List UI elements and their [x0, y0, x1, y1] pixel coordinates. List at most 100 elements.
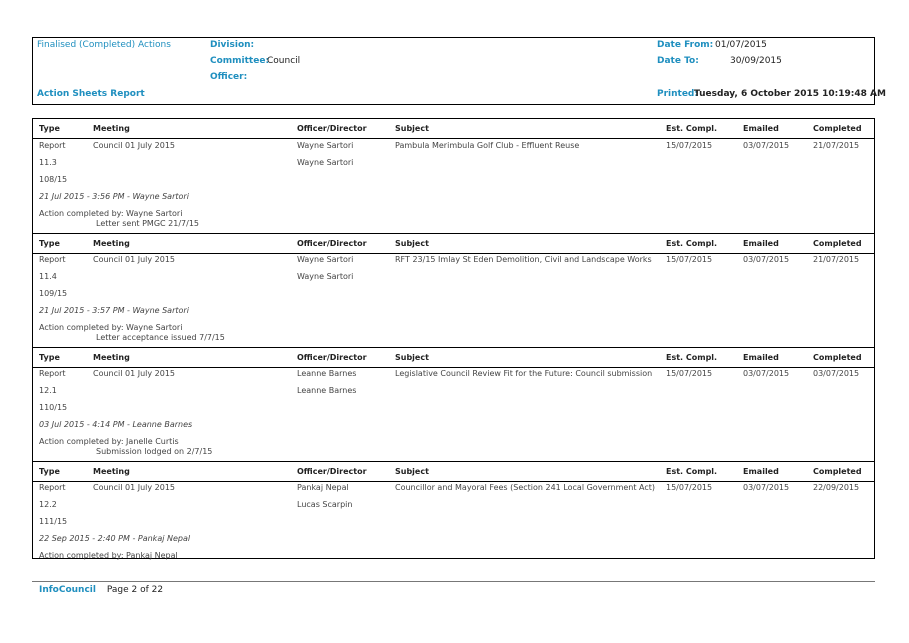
- action-officer-2: Lucas Scarpin: [297, 500, 353, 509]
- action-note: 21 Jul 2015 - 3:57 PM - Wayne Sartori: [39, 306, 189, 315]
- action-note: 22 Sep 2015 - 2:40 PM - Pankaj Nepal: [39, 534, 191, 543]
- col-meeting: Meeting: [93, 353, 130, 362]
- action-emailed: 03/07/2015: [743, 255, 790, 264]
- action-completed: 21/07/2015: [813, 141, 860, 150]
- action-item: 11.3: [39, 158, 57, 167]
- officer-label: Officer:: [210, 72, 248, 82]
- column-header-row: Type Meeting Officer/Director Subject Es…: [33, 347, 874, 368]
- col-completed: Completed: [813, 467, 862, 476]
- col-meeting: Meeting: [93, 124, 130, 133]
- action-item: 12.2: [39, 500, 57, 509]
- footer-brand: InfoCouncil: [39, 585, 96, 595]
- action-officer-2: Wayne Sartori: [297, 158, 354, 167]
- action-officer: Wayne Sartori: [297, 255, 354, 264]
- col-officer: Officer/Director: [297, 124, 367, 133]
- action-report-table: Type Meeting Officer/Director Subject Es…: [32, 118, 875, 560]
- action-ref: 111/15: [39, 517, 68, 526]
- action-meeting: Council 01 July 2015: [93, 483, 176, 492]
- action-note: 21 Jul 2015 - 3:56 PM - Wayne Sartori: [39, 192, 189, 201]
- col-subject: Subject: [395, 467, 429, 476]
- action-ref: 108/15: [39, 175, 68, 184]
- action-completed: 22/09/2015: [813, 483, 860, 492]
- action-detail: Letter acceptance issued 7/7/15: [96, 333, 225, 342]
- col-officer: Officer/Director: [297, 467, 367, 476]
- col-completed: Completed: [813, 239, 862, 248]
- col-est: Est. Compl.: [666, 467, 718, 476]
- action-completed-by: Action completed by: Pankaj Nepal: [39, 551, 178, 560]
- action-block: Type Meeting Officer/Director Subject Es…: [33, 119, 874, 233]
- action-est: 15/07/2015: [666, 369, 713, 378]
- action-subject: Legislative Council Review Fit for the F…: [395, 369, 653, 378]
- action-completed: 21/07/2015: [813, 255, 860, 264]
- col-subject: Subject: [395, 124, 429, 133]
- col-emailed: Emailed: [743, 124, 779, 133]
- report-title: Finalised (Completed) Actions: [37, 40, 171, 50]
- action-type: Report: [39, 255, 66, 264]
- col-officer: Officer/Director: [297, 353, 367, 362]
- action-type: Report: [39, 483, 66, 492]
- date-to-label: Date To:: [657, 56, 699, 66]
- action-ref: 109/15: [39, 289, 68, 298]
- col-subject: Subject: [395, 239, 429, 248]
- date-to-value: 30/09/2015: [730, 56, 782, 66]
- action-detail: Submission lodged on 2/7/15: [96, 447, 213, 456]
- col-est: Est. Compl.: [666, 353, 718, 362]
- action-subject: Councillor and Mayoral Fees (Section 241…: [395, 483, 656, 492]
- action-block: Type Meeting Officer/Director Subject Es…: [33, 233, 874, 347]
- action-subject: Pambula Merimbula Golf Club - Effluent R…: [395, 141, 580, 150]
- col-emailed: Emailed: [743, 353, 779, 362]
- col-meeting: Meeting: [93, 239, 130, 248]
- col-type: Type: [39, 353, 60, 362]
- col-type: Type: [39, 124, 60, 133]
- action-block: Type Meeting Officer/Director Subject Es…: [33, 461, 874, 564]
- action-meeting: Council 01 July 2015: [93, 141, 176, 150]
- action-officer: Wayne Sartori: [297, 141, 354, 150]
- col-emailed: Emailed: [743, 239, 779, 248]
- division-label: Division:: [210, 40, 255, 50]
- action-completed: 03/07/2015: [813, 369, 860, 378]
- action-meeting: Council 01 July 2015: [93, 369, 176, 378]
- action-officer-2: Leanne Barnes: [297, 386, 357, 395]
- col-completed: Completed: [813, 353, 862, 362]
- action-officer: Pankaj Nepal: [297, 483, 349, 492]
- col-type: Type: [39, 467, 60, 476]
- action-completed-by: Action completed by: Wayne Sartori: [39, 323, 183, 332]
- col-meeting: Meeting: [93, 467, 130, 476]
- action-type: Report: [39, 141, 66, 150]
- action-officer-2: Wayne Sartori: [297, 272, 354, 281]
- col-type: Type: [39, 239, 60, 248]
- col-emailed: Emailed: [743, 467, 779, 476]
- action-emailed: 03/07/2015: [743, 141, 790, 150]
- col-officer: Officer/Director: [297, 239, 367, 248]
- column-header-row: Type Meeting Officer/Director Subject Es…: [33, 233, 874, 254]
- action-item: 12.1: [39, 386, 57, 395]
- report-header: Finalised (Completed) Actions Action She…: [32, 37, 886, 105]
- date-from-label: Date From:: [657, 40, 714, 50]
- date-from-value: 01/07/2015: [715, 40, 767, 50]
- action-est: 15/07/2015: [666, 255, 713, 264]
- printed-label: Printed:: [657, 89, 698, 99]
- col-subject: Subject: [395, 353, 429, 362]
- action-est: 15/07/2015: [666, 483, 713, 492]
- committee-value: Council: [267, 56, 301, 66]
- action-completed-by: Action completed by: Janelle Curtis: [39, 437, 179, 446]
- action-detail: Letter sent PMGC 21/7/15: [96, 219, 199, 228]
- committee-label: Committee:: [210, 56, 270, 66]
- action-officer: Leanne Barnes: [297, 369, 357, 378]
- action-emailed: 03/07/2015: [743, 369, 790, 378]
- footer-divider: [32, 581, 875, 582]
- page-footer: InfoCouncil Page 2 of 22: [39, 585, 163, 595]
- report-name: Action Sheets Report: [37, 89, 145, 99]
- col-est: Est. Compl.: [666, 239, 718, 248]
- action-completed-by: Action completed by: Wayne Sartori: [39, 209, 183, 218]
- action-est: 15/07/2015: [666, 141, 713, 150]
- action-item: 11.4: [39, 272, 57, 281]
- column-header-row: Type Meeting Officer/Director Subject Es…: [33, 461, 874, 482]
- col-est: Est. Compl.: [666, 124, 718, 133]
- action-ref: 110/15: [39, 403, 68, 412]
- action-block: Type Meeting Officer/Director Subject Es…: [33, 347, 874, 461]
- printed-value: Tuesday, 6 October 2015 10:19:48 AM: [694, 89, 886, 99]
- action-meeting: Council 01 July 2015: [93, 255, 176, 264]
- page-number: Page 2 of 22: [106, 585, 164, 595]
- action-type: Report: [39, 369, 66, 378]
